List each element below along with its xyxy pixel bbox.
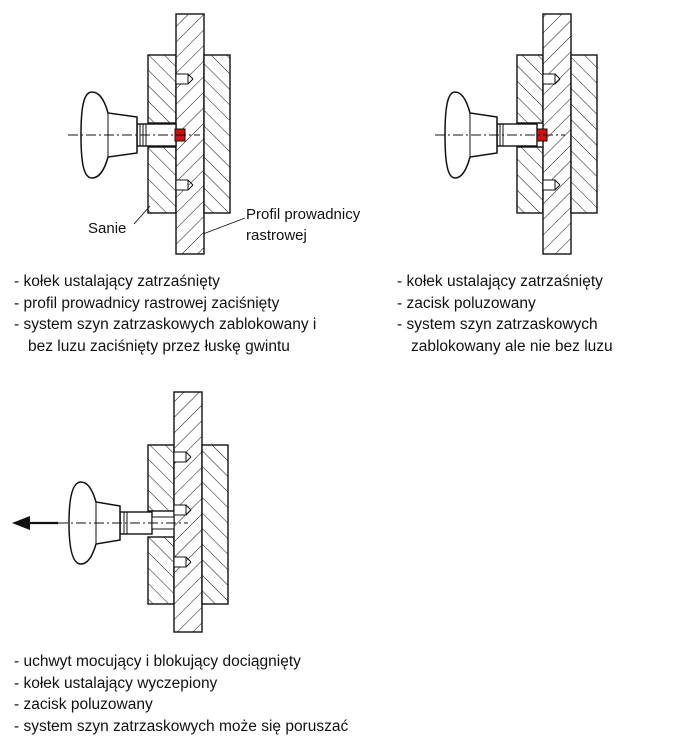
note-item: - kołek ustalający wyczepiony (14, 674, 218, 692)
raster-hole-lower (542, 179, 561, 191)
clamp-plate (201, 444, 229, 605)
note-item: - kołek ustalający zatrzaśnięty (14, 273, 220, 290)
label-profile-line2: rastrowej (246, 227, 307, 244)
raster-hole-upper (173, 451, 192, 463)
note-item: - system szyn zatrzaskowych zablokowany … (14, 316, 317, 333)
diagram-2-notes: - kołek ustalający zatrzaśnięty - zacisk… (397, 271, 613, 357)
note-item: - system szyn zatrzaskowych (397, 316, 598, 333)
note-item-continued: zablokowany ale nie bez luzu (411, 337, 613, 355)
diagram-1-notes: - kołek ustalający zatrzaśnięty - profil… (14, 271, 316, 357)
clamp-plate (570, 54, 598, 214)
raster-hole-upper (542, 73, 561, 85)
note-item: - uchwyt mocujący i blokujący dociągnięt… (14, 653, 301, 670)
pull-direction-arrow (12, 516, 58, 530)
note-item: - system szyn zatrzaskowych może się por… (14, 717, 349, 735)
note-item-continued: bez luzu zaciśnięty przez łuskę gwintu (28, 337, 290, 355)
raster-hole-lower (173, 556, 192, 568)
slide-plate-upper (147, 444, 175, 512)
note-item: - kołek ustalający zatrzaśnięty (397, 273, 603, 290)
slide-plate-upper (147, 54, 177, 124)
label-slide: Sanie (88, 220, 126, 237)
note-item: - zacisk poluzowany (397, 294, 536, 312)
slide-plate-lower (147, 146, 177, 214)
raster-hole-middle (173, 504, 192, 516)
raster-hole-upper (175, 73, 194, 85)
diagram-1-locked-clamped: Sanie Profil prowadnicy rastrowej (68, 13, 361, 255)
slide-plate-lower (516, 146, 544, 214)
diagram-2-locked-released (435, 13, 598, 255)
diagram-3-notes: - uchwyt mocujący i blokujący dociągnięt… (14, 651, 348, 737)
leader-profile (202, 217, 246, 235)
note-item: - profil prowadnicy rastrowej zaciśnięty (14, 294, 280, 312)
clamp-plate (203, 54, 231, 214)
slide-plate-upper (516, 54, 544, 124)
label-profile-line1: Profil prowadnicy (246, 206, 361, 223)
diagram-3-pin-released (12, 391, 229, 633)
raster-hole-lower (175, 179, 194, 191)
note-item: - zacisk poluzowany (14, 696, 153, 713)
leader-slide (133, 205, 151, 225)
slide-plate-lower (147, 536, 175, 605)
